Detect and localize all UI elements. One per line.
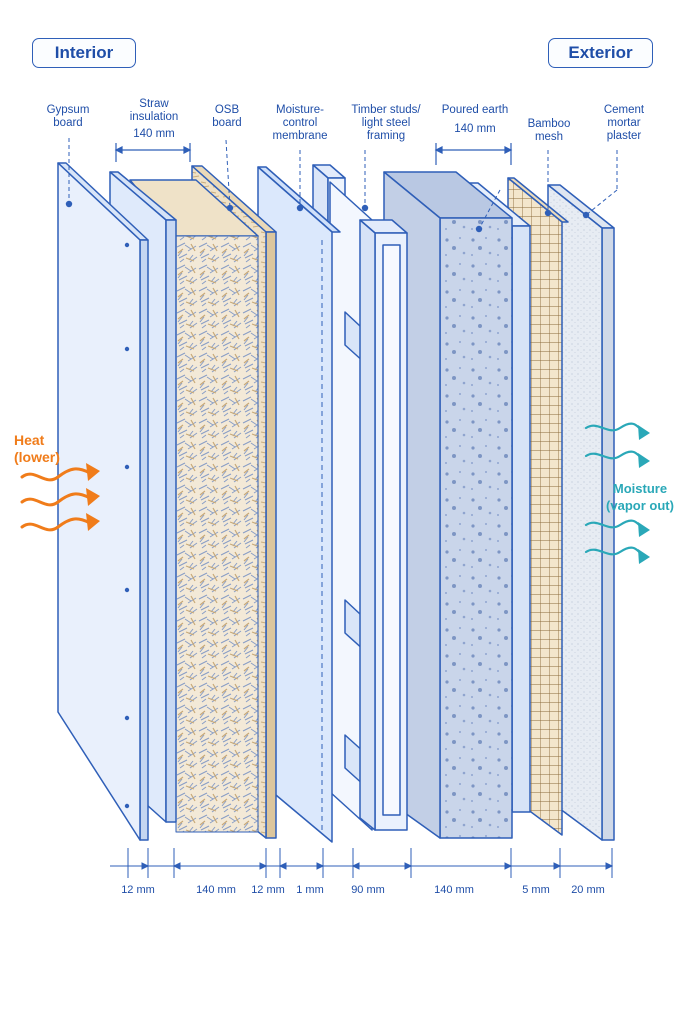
dim-bamboo: 5 mm [522, 884, 550, 896]
heat-arrowhead-icon [86, 513, 100, 531]
layer-gypsum [57, 162, 149, 841]
heat-label: Heat (lower) [14, 432, 60, 465]
leader-lines [68, 138, 618, 230]
label-bamboo: Bamboo mesh [527, 118, 571, 143]
moisture-arrowhead-icon [638, 549, 650, 564]
moisture-arrows [584, 422, 644, 557]
label-straw: Straw insulation [129, 98, 179, 123]
dim-gypsum: 12 mm [121, 884, 155, 896]
dim-studs: 90 mm [351, 884, 385, 896]
top-brackets [114, 143, 513, 165]
label-gypsum: Gypsum board [46, 104, 90, 129]
label-osb: OSB board [212, 104, 242, 129]
dim-osb: 12 mm [251, 884, 285, 896]
interior-badge: Interior [32, 38, 136, 68]
heat-arrowhead-icon [86, 488, 100, 506]
label-earth: Poured earth [441, 104, 509, 116]
dim-straw: 140 mm [196, 884, 236, 896]
bottom-dimension-line [110, 848, 614, 878]
leader-dots [65, 200, 590, 233]
moisture-arrowhead-icon [638, 453, 650, 468]
heat-arrowhead-icon [86, 463, 100, 481]
dim-plaster: 20 mm [571, 884, 605, 896]
dim-earth: 140 mm [434, 884, 474, 896]
exterior-badge: Exterior [548, 38, 653, 68]
moisture-arrowhead-icon [638, 522, 650, 537]
label-studs: Timber studs/ light steel framing [351, 104, 421, 142]
dim-membrane: 1 mm [296, 884, 324, 896]
moisture-label: Moisture (vapor out) [606, 481, 674, 513]
label-straw-thickness: 140 mm [133, 128, 175, 140]
moisture-arrowhead-icon [638, 425, 650, 440]
label-membrane: Moisture-control membrane [272, 104, 328, 142]
layer-straw [129, 179, 259, 833]
label-plaster: Cement mortar plaster [603, 104, 645, 142]
heat-arrows [20, 467, 92, 532]
label-earth-thickness: 140 mm [454, 123, 496, 135]
